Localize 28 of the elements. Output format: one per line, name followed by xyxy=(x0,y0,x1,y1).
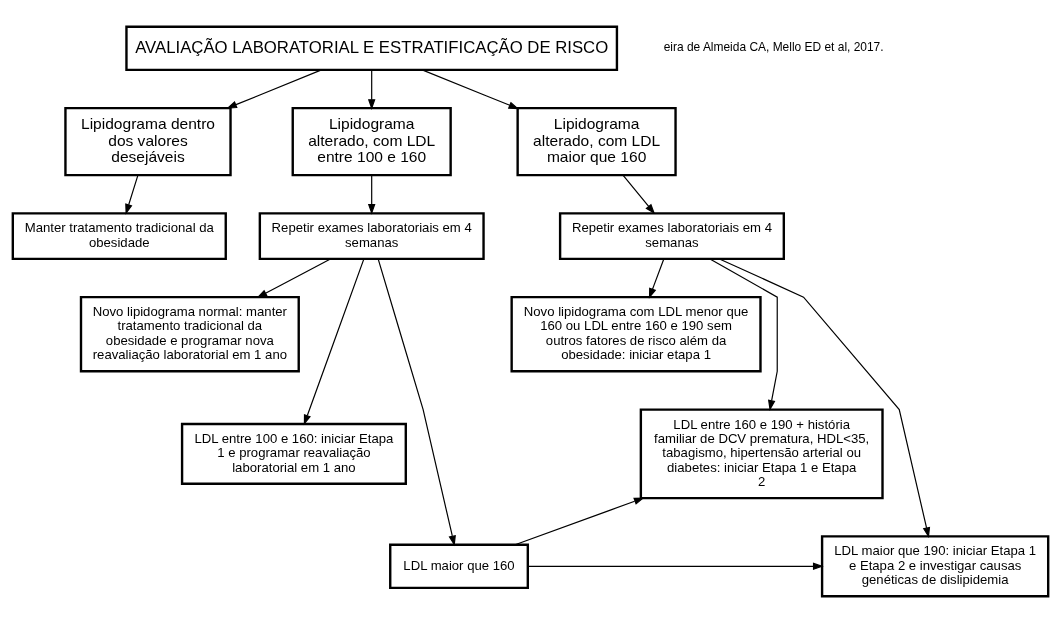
arrow xyxy=(514,497,645,546)
arrow xyxy=(622,174,656,215)
arrow xyxy=(256,258,332,298)
arrow xyxy=(648,258,665,299)
node-box: LDL entre 100 e 160: iniciar Etapa 1 e programar reavaliação laboratorial em 1 ano xyxy=(180,422,407,485)
node-box: Manter tratamento tradicional da obesidade xyxy=(11,212,227,261)
node-box: Novo lipidograma com LDL menor que 160 ou LDL entre 160 e 190 sem outros fatores de risco além da obesidade: iniciar etapa 1 xyxy=(510,295,762,373)
arrow xyxy=(125,174,139,215)
arrow xyxy=(377,258,456,547)
arrow xyxy=(421,69,520,110)
node-box: LDL maior que 190: iniciar Etapa 1 e Etapa 2 e investigar causas genéticas de dislipidemia xyxy=(820,535,1050,598)
label: eira de Almeida CA, Mello ED et al, 2017. xyxy=(663,40,884,55)
node-box: Lipidograma alterado, com LDL maior que 160 xyxy=(516,106,677,177)
node-box: Repetir exames laboratoriais em 4 semanas xyxy=(258,212,485,261)
arrow xyxy=(303,258,365,426)
arrow xyxy=(718,258,931,538)
node-box: LDL maior que 160 xyxy=(389,543,529,590)
arrow xyxy=(367,69,376,110)
arrow xyxy=(367,174,376,215)
node-box: Novo lipidograma normal: manter tratamento tradicional da obesidade e programar nova reavaliação laboratorial em 1 ano xyxy=(79,295,300,373)
node-box: Repetir exames laboratoriais em 4 semanas xyxy=(558,212,785,261)
arrow xyxy=(709,258,778,411)
node-box: LDL entre 160 e 190 + história familiar de DCV prematura, HDL<35, tabagismo, hipertensão arterial ou diabetes: iniciar Etapa 1 e Etapa 2 xyxy=(639,408,884,500)
node-box: Lipidograma dentro dos valores desejáveis xyxy=(64,106,232,177)
arrow xyxy=(527,562,824,571)
node-box: AVALIAÇÃO LABORATORIAL E ESTRATIFICAÇÃO DE RISCO xyxy=(125,25,619,72)
node-box: Lipidograma alterado, com LDL entre 100 e 160 xyxy=(291,106,452,177)
arrow xyxy=(226,69,323,109)
